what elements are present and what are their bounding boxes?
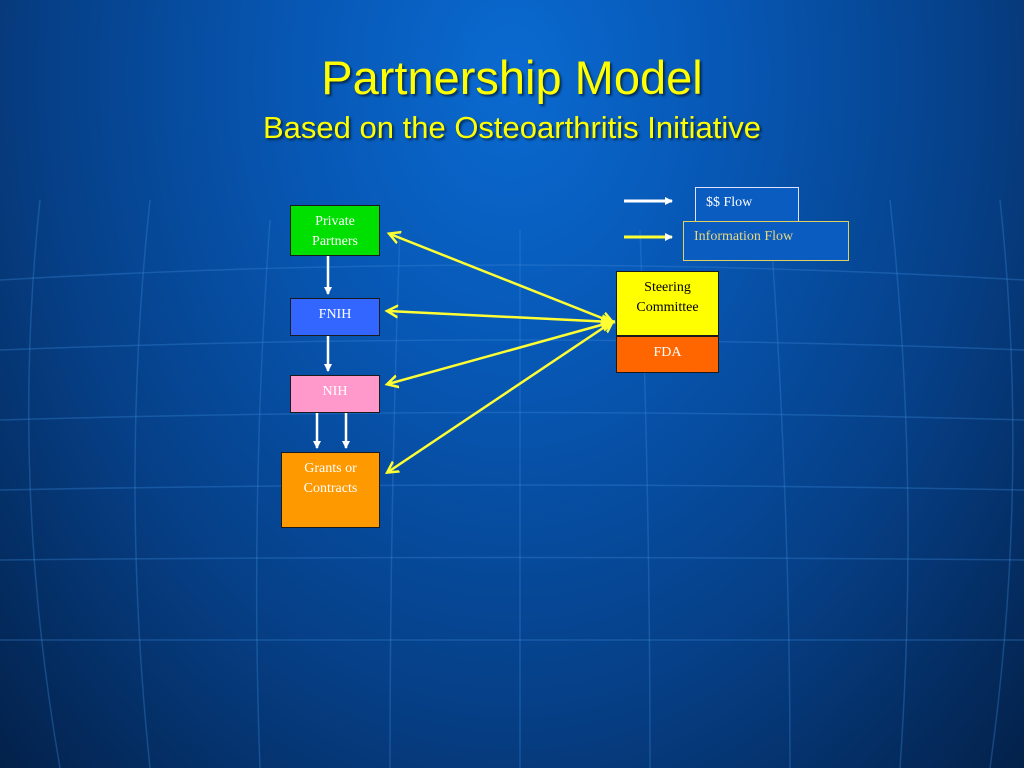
legend-info-label: Information Flow xyxy=(694,229,794,244)
info-arrow-steering-nih xyxy=(388,322,612,384)
legend-money-flow: $$ Flow xyxy=(695,187,799,223)
grants-line2: Contracts xyxy=(303,481,358,496)
info-arrow-steering-fnih xyxy=(388,311,612,322)
fnih-box: FNIH xyxy=(290,298,380,336)
slide-title: Partnership Model xyxy=(321,51,703,104)
fda-label: FDA xyxy=(653,345,682,360)
info-arrow-steering-grants xyxy=(388,322,612,472)
legend-money-label: $$ Flow xyxy=(706,195,753,210)
fnih-label: FNIH xyxy=(318,307,352,322)
nih-label: NIH xyxy=(322,384,348,399)
private-partners-line1: Private xyxy=(315,214,355,229)
private-partners-box: Private Partners xyxy=(290,205,380,256)
grants-or-contracts-box: Grants or Contracts xyxy=(281,452,380,528)
steering-line2: Committee xyxy=(636,300,699,315)
grants-line1: Grants or xyxy=(304,461,357,476)
fda-box: FDA xyxy=(616,336,719,373)
steering-committee-box: Steering Committee xyxy=(616,271,719,336)
nih-box: NIH xyxy=(290,375,380,413)
steering-line1: Steering xyxy=(644,280,691,295)
legend-information-flow: Information Flow xyxy=(683,221,849,261)
info-arrow-steering-partners xyxy=(390,234,612,322)
private-partners-line2: Partners xyxy=(312,234,358,249)
slide-subtitle: Based on the Osteoarthritis Initiative xyxy=(263,110,761,145)
